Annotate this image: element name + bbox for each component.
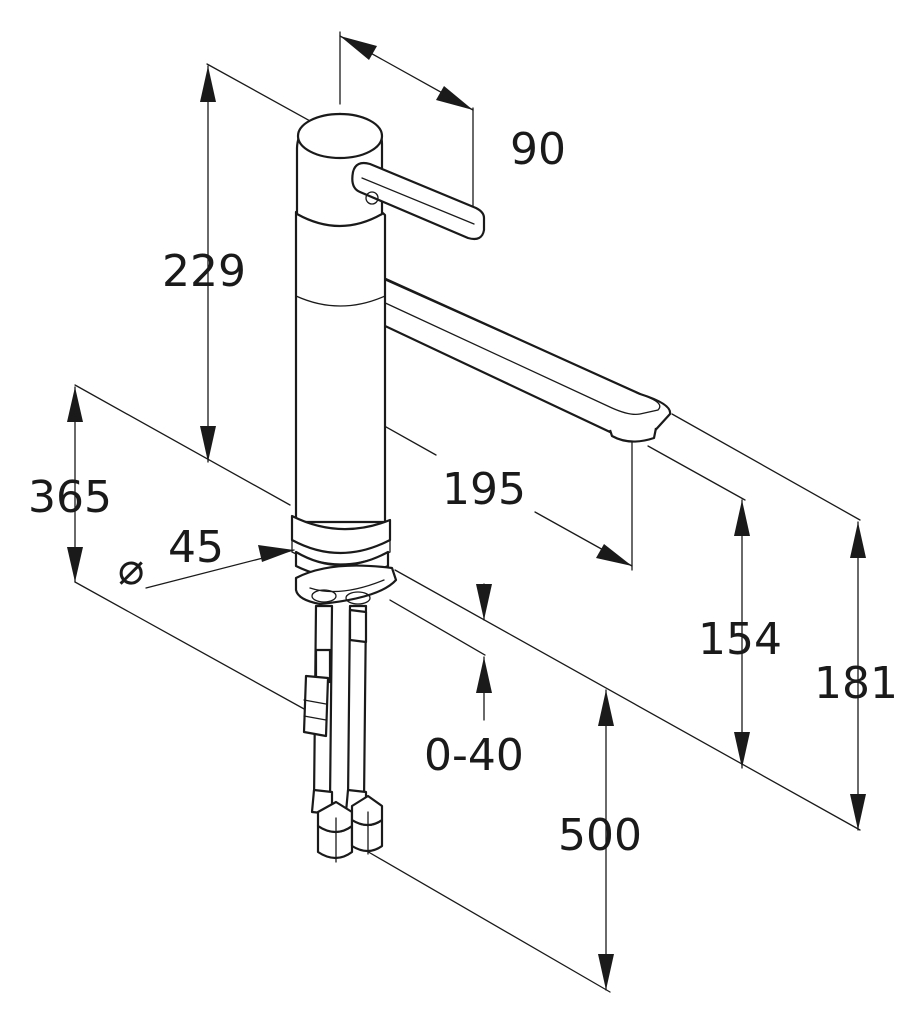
dimension-label-45: 45 <box>168 522 224 573</box>
dimension-label-195: 195 <box>442 464 526 515</box>
dimension-label-229: 229 <box>162 246 246 297</box>
diameter-icon: ⌀ <box>118 544 145 595</box>
extension-lines <box>74 31 861 993</box>
dimension-line-181 <box>850 521 866 831</box>
dimension-line-365 <box>67 386 83 583</box>
leader-45 <box>145 545 295 589</box>
dimension-line-500 <box>598 689 614 991</box>
dimension-line-229 <box>200 65 216 463</box>
dimension-label-500: 500 <box>558 810 642 861</box>
dimension-line-90 <box>339 35 474 111</box>
faucet-body <box>290 112 672 863</box>
dimension-label-365: 365 <box>28 472 112 523</box>
dimension-line-154 <box>734 499 750 769</box>
dimension-label-90: 90 <box>510 124 566 175</box>
dimension-line-0-40 <box>476 583 492 721</box>
dimension-label-181: 181 <box>814 658 898 709</box>
dimension-label-0-40: 0-40 <box>424 730 524 781</box>
dimension-label-154: 154 <box>698 614 782 665</box>
